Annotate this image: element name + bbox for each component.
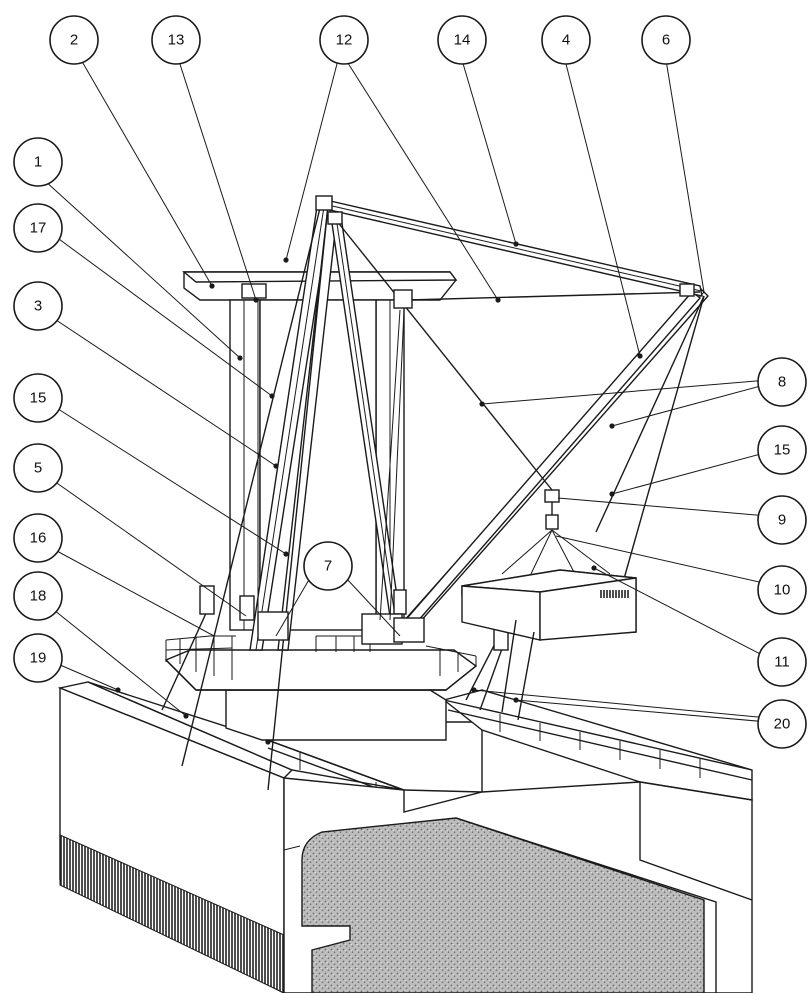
platform-railings: [165, 635, 477, 680]
callout-label: 11: [774, 654, 790, 671]
callout-label: 1: [34, 154, 42, 171]
callout-label: 12: [336, 32, 353, 49]
callout-label: 17: [30, 220, 47, 237]
callout-label: 14: [454, 32, 471, 49]
callout-15-right: 15: [757, 425, 807, 475]
box-girder-deck: [57, 681, 753, 993]
callout-label: 3: [34, 298, 42, 315]
callout-13: 13: [151, 15, 201, 65]
hook-and-load: [461, 489, 637, 721]
callout-label: 19: [30, 650, 47, 667]
callout-20: 20: [757, 699, 807, 749]
callout-label: 5: [34, 460, 42, 477]
callout-5: 5: [13, 443, 63, 493]
callout-label: 18: [30, 588, 47, 605]
callout-18: 18: [13, 571, 63, 621]
callout-7: 7: [303, 541, 353, 591]
leader-dots: [115, 241, 643, 745]
callout-6: 6: [641, 15, 691, 65]
callout-label: 8: [778, 374, 786, 391]
leader-lines: [43, 57, 769, 723]
callout-14: 14: [437, 15, 487, 65]
callout-label: 4: [562, 32, 570, 49]
callout-1: 1: [13, 137, 63, 187]
callout-label: 9: [778, 512, 786, 529]
callout-label: 20: [774, 716, 791, 733]
callout-label: 13: [168, 32, 185, 49]
callout-label: 6: [662, 32, 670, 49]
callout-label: 7: [324, 558, 332, 575]
callout-9: 9: [757, 495, 807, 545]
callout-16: 16: [13, 513, 63, 563]
callout-2: 2: [49, 15, 99, 65]
callout-label: 15: [774, 442, 791, 459]
callout-3: 3: [13, 281, 63, 331]
derrick-mast-and-boom: [161, 195, 709, 791]
callout-19: 19: [13, 633, 63, 683]
callout-11: 11: [757, 637, 807, 687]
callout-17: 17: [13, 203, 63, 253]
callout-label: 16: [30, 530, 47, 547]
callout-10: 10: [757, 565, 807, 615]
callout-label: 15: [30, 390, 47, 407]
callout-15-left: 15: [13, 373, 63, 423]
callout-label: 2: [70, 32, 78, 49]
callout-4: 4: [541, 15, 591, 65]
callout-12: 12: [319, 15, 369, 65]
callout-label: 10: [774, 582, 791, 599]
callout-8: 8: [757, 357, 807, 407]
